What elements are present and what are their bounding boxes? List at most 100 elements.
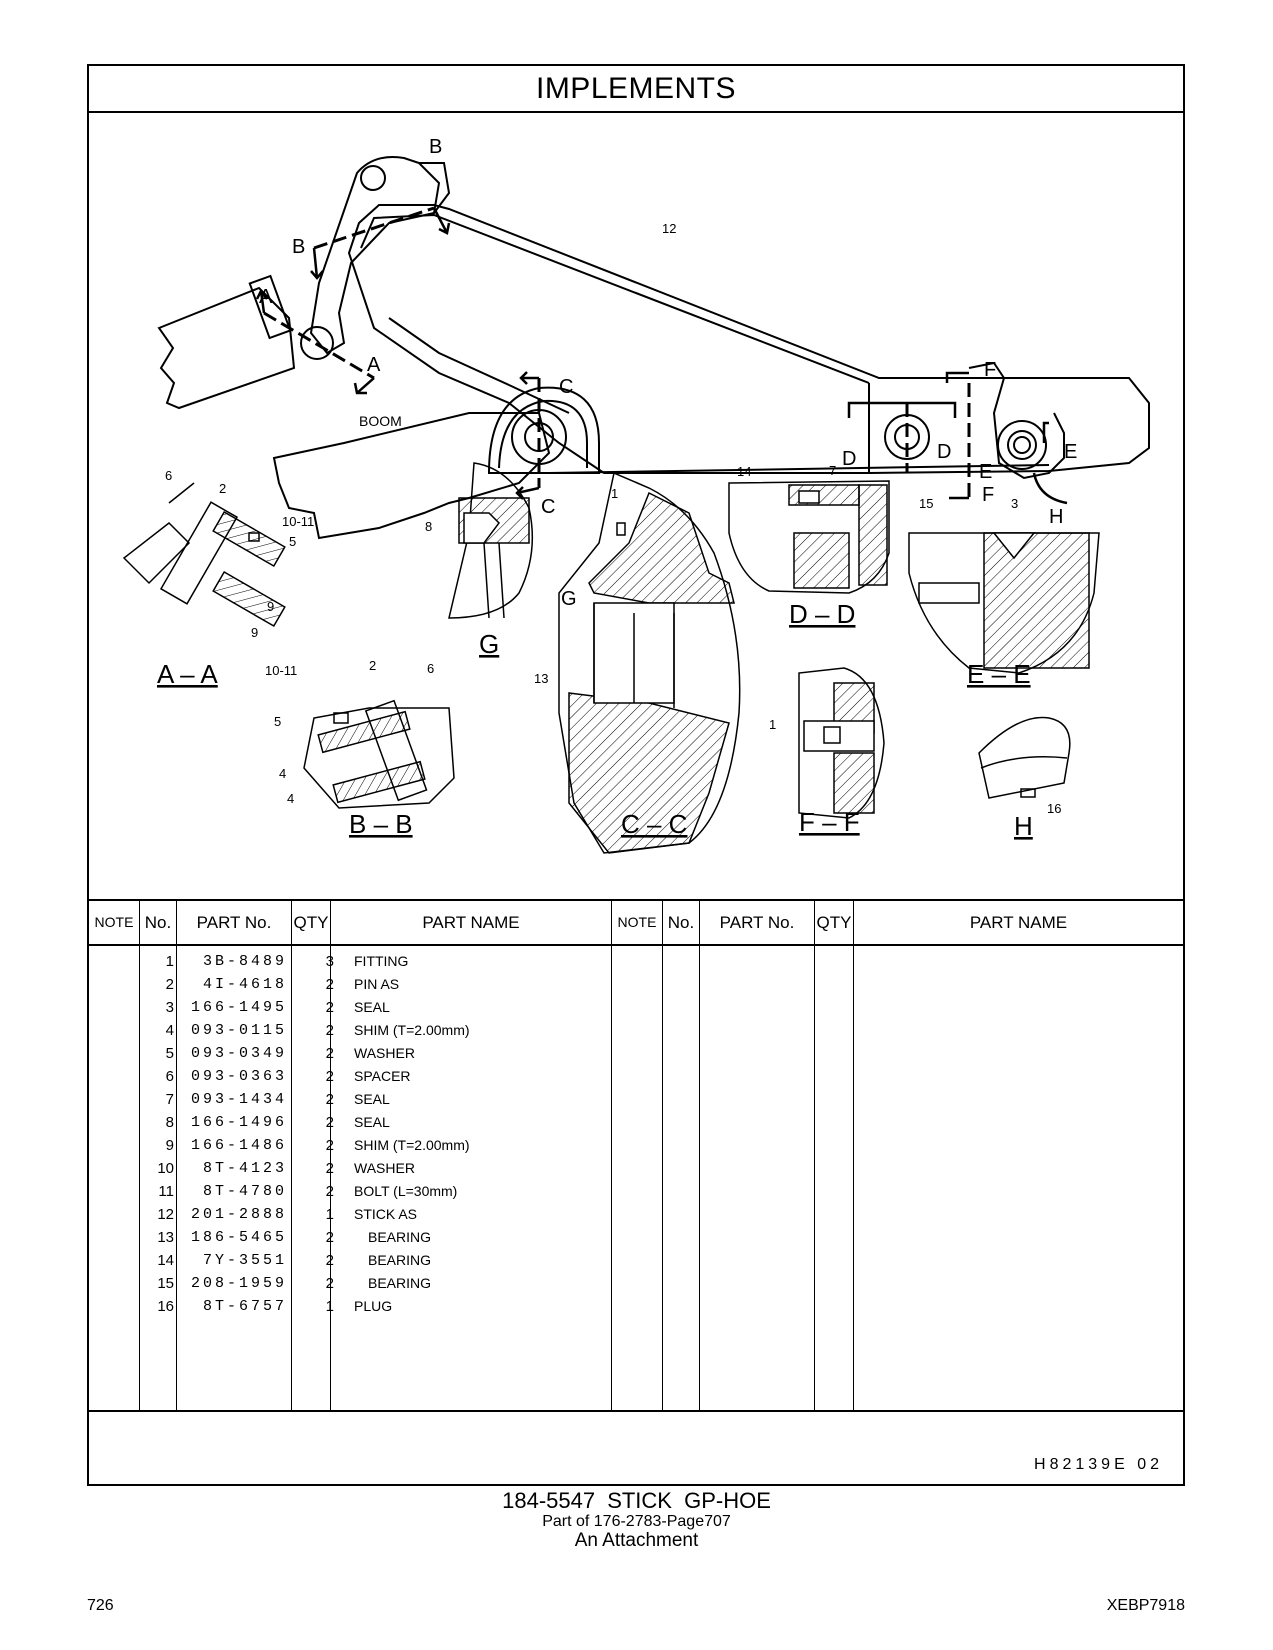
callout-16: 16 — [1047, 801, 1061, 816]
table-row: 11 8T-4780 2 BOLT (L=30mm) — [158, 1183, 458, 1200]
cut-letter-e2: E — [1064, 441, 1077, 463]
cut-letter-c2: C — [541, 496, 555, 518]
parts-sheet-frame: IMPLEMENTS — [87, 64, 1185, 1486]
col-header-part-no-2: PART No. — [719, 913, 795, 932]
detail-d-d — [728, 480, 890, 594]
col-header-part-no: PART No. — [196, 913, 272, 932]
col-header-qty-2: QTY — [816, 913, 852, 932]
callout-13: 13 — [534, 671, 548, 686]
table-row: 4 093-0115 2 SHIM (T=2.00mm) — [165, 1022, 470, 1039]
table-row: 8 166-1496 2 SEAL — [165, 1114, 390, 1131]
column-divider — [176, 899, 177, 1410]
section-label-c-c: C – C — [621, 809, 687, 839]
col-header-no-2: No. — [667, 913, 695, 932]
callout-6: 6 — [165, 468, 172, 483]
table-row: 10 8T-4123 2 WASHER — [157, 1160, 415, 1177]
section-label-b-b: B – B — [349, 809, 413, 839]
callout-12: 12 — [662, 221, 676, 236]
section-label-d-d: D – D — [789, 599, 855, 629]
cut-letter-d1: D — [842, 448, 856, 470]
column-divider — [853, 899, 854, 1410]
section-label-a-a: A – A — [157, 659, 218, 689]
callout-5: 5 — [289, 534, 296, 549]
table-row: 16 8T-6757 1 PLUG — [157, 1298, 393, 1315]
table-row: 6 093-0363 2 SPACER — [165, 1068, 411, 1085]
detail-a-a — [122, 482, 286, 628]
callout-14: 14 — [737, 464, 751, 479]
column-divider — [699, 899, 700, 1410]
section-cut-arrows — [255, 207, 1068, 505]
cut-letter-b2: B — [429, 136, 442, 158]
col-header-qty: QTY — [293, 913, 329, 932]
page-number: 726 — [87, 1597, 114, 1614]
callout-4-b: 4 — [287, 791, 294, 806]
callout-10-11-b: 10-11 — [265, 663, 297, 678]
stick-diagram-svg: BOOM A – A B – B C – C D – D E – E F – F… — [122, 136, 1150, 854]
stick-assembly-drawing — [157, 156, 1150, 540]
callout-7: 7 — [829, 463, 836, 478]
page-title: IMPLEMENTS — [89, 66, 1183, 113]
assembly-subtitle: Part of 176-2783-Page707 — [542, 1513, 731, 1530]
section-label-h: H — [1014, 811, 1033, 841]
callout-9-b: 9 — [251, 625, 258, 640]
callout-9: 9 — [267, 599, 274, 614]
cut-letter-h: H — [1049, 506, 1063, 528]
cut-letter-d2: D — [937, 441, 951, 463]
cut-letter-g: G — [561, 588, 577, 610]
cut-letter-c1: C — [559, 376, 573, 398]
callout-2-b: 2 — [369, 658, 376, 673]
column-divider — [814, 899, 815, 1410]
cut-letter-f1: F — [984, 359, 996, 381]
drawing-code: H82139E 02 — [1034, 1456, 1163, 1473]
table-row: 2 4I-4618 2 PIN AS — [165, 976, 400, 993]
boom-label: BOOM — [359, 413, 402, 429]
callout-8: 8 — [425, 519, 432, 534]
document-id: XEBP7918 — [1106, 1597, 1185, 1614]
detail-b-b — [303, 699, 455, 809]
assembly-attachment-note: An Attachment — [574, 1530, 699, 1551]
section-label-f-f: F – F — [799, 807, 860, 837]
col-header-no: No. — [144, 913, 172, 932]
callout-15: 15 — [919, 496, 933, 511]
col-header-note-2: NOTE — [617, 914, 657, 930]
detail-f-f — [798, 667, 885, 819]
col-header-note: NOTE — [94, 914, 134, 930]
diagram-labels: BOOM A – A B – B C – C D – D E – E F – F… — [157, 136, 1077, 841]
callout-1-f: 1 — [769, 717, 776, 732]
table-row: 7 093-1434 2 SEAL — [165, 1091, 390, 1108]
col-header-part-name: PART NAME — [422, 913, 520, 932]
cut-letter-a2: A — [367, 354, 381, 376]
column-divider — [662, 899, 663, 1410]
table-row: 15 208-1959 2 BEARING — [157, 1275, 432, 1292]
table-row: 12 201-2888 1 STICK AS — [157, 1206, 418, 1223]
section-cut-lines — [263, 206, 971, 498]
column-divider — [611, 899, 612, 1410]
column-divider — [291, 899, 292, 1410]
table-row: 1 3B-8489 3 FITTING — [165, 953, 409, 970]
cut-letter-e1: E — [979, 461, 992, 483]
column-divider — [139, 899, 140, 1410]
parts-table-body: 1 3B-8489 3 FITTING 2 4I-4618 2 PIN AS 3… — [89, 946, 1183, 1410]
section-label-e-e: E – E — [967, 659, 1031, 689]
callout-6-b: 6 — [427, 661, 434, 676]
section-label-g: G — [479, 629, 499, 659]
table-row: 3 166-1495 2 SEAL — [165, 999, 390, 1016]
cut-letter-a1: A — [259, 286, 273, 308]
detail-c-c — [558, 471, 741, 854]
detail-e-e — [908, 532, 1100, 674]
table-row: 9 166-1486 2 SHIM (T=2.00mm) — [165, 1137, 470, 1154]
callout-2: 2 — [219, 481, 226, 496]
callout-4: 4 — [279, 766, 286, 781]
cut-letter-b1: B — [292, 236, 305, 258]
detail-h — [978, 716, 1071, 799]
detail-g — [448, 462, 534, 619]
parts-table-header: NOTE No. PART No. QTY PART NAME NOTE No.… — [89, 899, 1183, 946]
cut-letter-f2: F — [982, 484, 994, 506]
table-footer-area: H82139E 02 — [89, 1410, 1183, 1486]
callout-3: 3 — [1011, 496, 1018, 511]
callout-5-b: 5 — [274, 714, 281, 729]
table-row: 5 093-0349 2 WASHER — [165, 1045, 415, 1062]
callout-1: 1 — [611, 486, 618, 501]
table-row: 14 7Y-3551 2 BEARING — [157, 1252, 432, 1269]
exploded-diagram: BOOM A – A B – B C – C D – D E – E F – F… — [89, 113, 1183, 899]
